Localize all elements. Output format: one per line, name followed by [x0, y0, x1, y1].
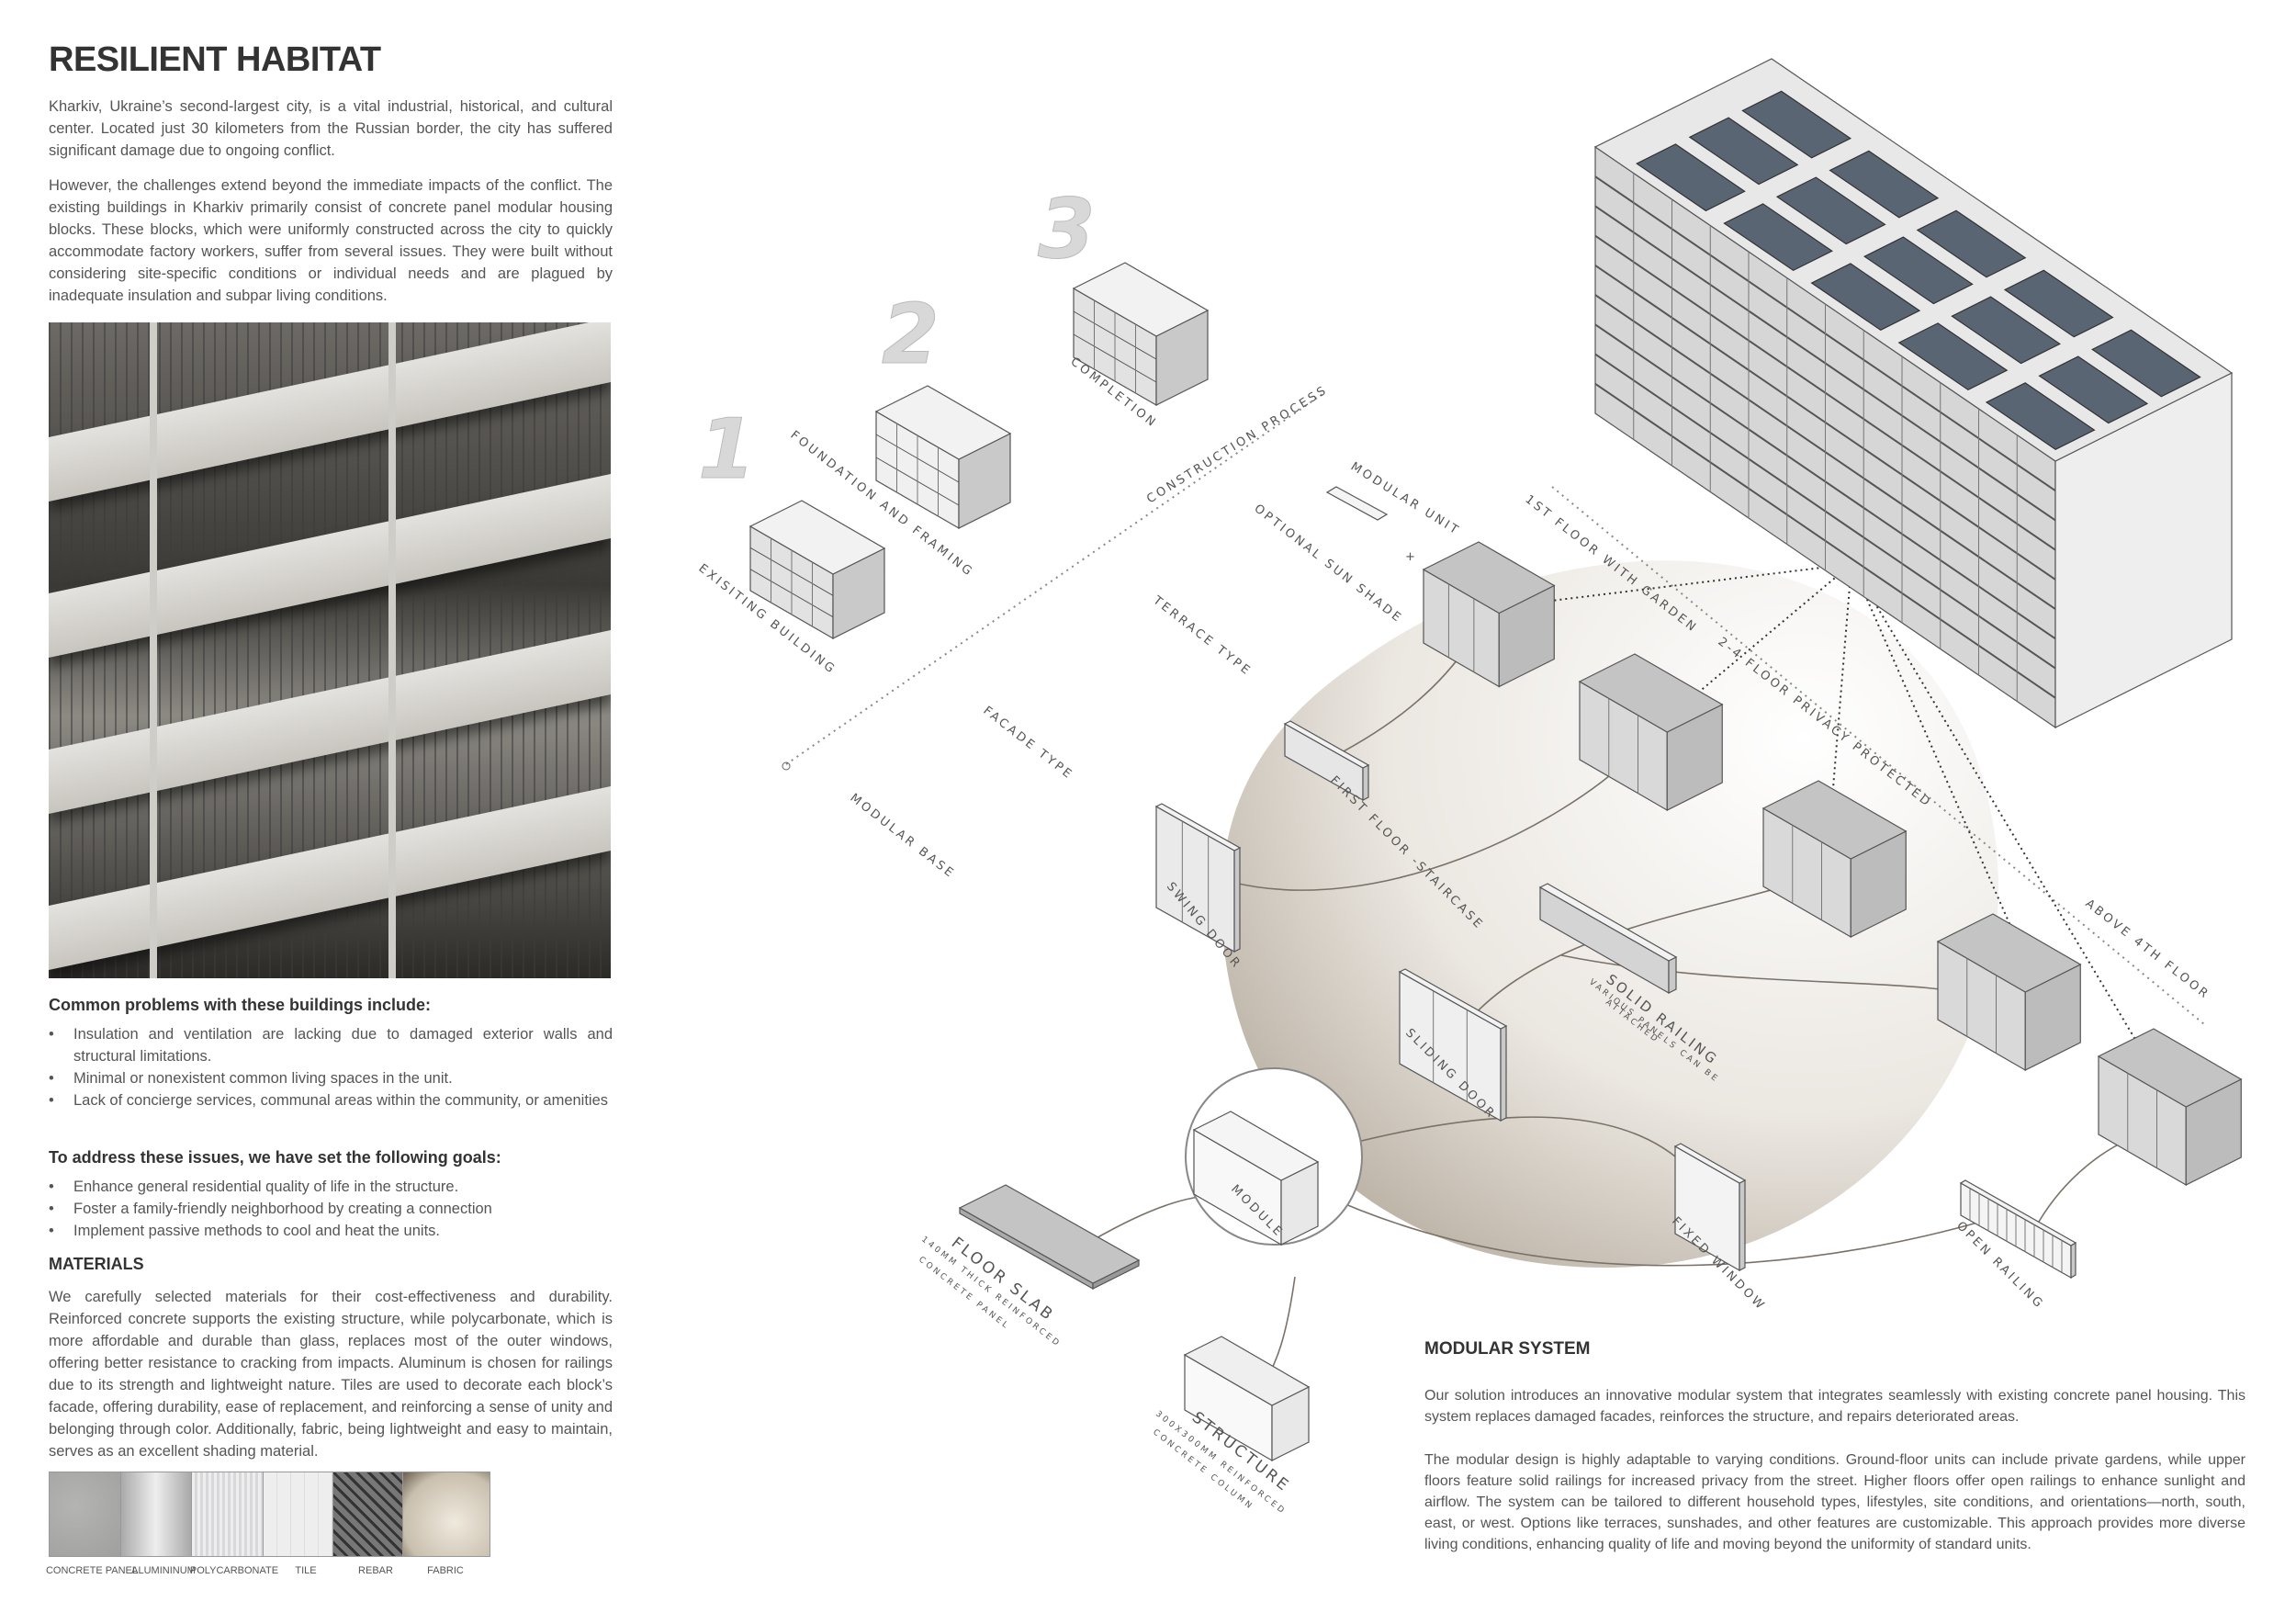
- swatch-label: REBAR: [358, 1565, 393, 1576]
- list-item: Implement passive methods to cool and he…: [49, 1220, 613, 1242]
- building-facade-photo: [49, 322, 611, 978]
- modular-system-paragraph-1: Our solution introduces an innovative mo…: [1424, 1388, 2245, 1425]
- sliding-door-component-side: [1500, 1025, 1507, 1122]
- structure-frame-component-top: [1183, 1336, 1311, 1406]
- step-number-1: 1: [698, 401, 756, 498]
- floor-above-4-label: ABOVE 4TH FLOOR: [2083, 897, 2212, 1002]
- existing-building-model: [748, 500, 886, 640]
- fixed-window-component-side: [1739, 1179, 1746, 1271]
- floor-slab-component: [958, 1184, 1141, 1291]
- construction-process-label: CONSTRUCTION PROCESS: [1144, 383, 1331, 506]
- module-blob-background: [1221, 560, 1999, 1268]
- sliding-door-component: [1398, 968, 1508, 1122]
- list-item: Minimal or nonexistent common living spa…: [49, 1067, 613, 1089]
- intro-paragraph-1: Kharkiv, Ukraine’s second-largest city, …: [49, 98, 613, 159]
- fabric-swatch: [402, 1472, 490, 1557]
- goals-list: Enhance general residential quality of l…: [49, 1176, 613, 1242]
- modular-unit-label: MODULAR UNIT: [1348, 460, 1463, 539]
- solar-panel: [1916, 209, 2027, 278]
- list-item: Lack of concierge services, communal are…: [49, 1089, 613, 1111]
- intro-paragraph-2: However, the challenges extend beyond th…: [49, 177, 613, 304]
- upper-module-2: [2097, 1028, 2243, 1187]
- problems-list: Insulation and ventilation are lacking d…: [49, 1023, 613, 1111]
- staircase-component-top: [1283, 720, 1370, 769]
- floor-slab-component-top: [958, 1184, 1141, 1284]
- solar-panel: [1688, 117, 1799, 186]
- list-item: Enhance general residential quality of l…: [49, 1176, 613, 1198]
- solar-panel: [1723, 203, 1834, 272]
- step-number-3: 3: [1038, 181, 1096, 277]
- step-number-2: 2: [882, 287, 940, 383]
- goals-heading: To address these issues, we have set the…: [49, 1148, 501, 1167]
- solid-railing-component-top: [1538, 883, 1678, 962]
- privacy-module-1: [1578, 653, 1724, 812]
- swatch-label: FABRIC: [427, 1565, 464, 1576]
- module-frame-component: [1192, 1111, 1320, 1246]
- solar-panel: [1863, 236, 1974, 305]
- solar-panel: [1775, 176, 1886, 245]
- modular-system-paragraph-2: The modular design is highly adaptable t…: [1424, 1452, 2245, 1552]
- swatch-label: CONCRETE PANEL: [45, 1565, 139, 1576]
- solar-panel: [1897, 322, 2009, 391]
- swing-door-component-side: [1233, 847, 1241, 953]
- materials-heading: MATERIALS: [49, 1255, 144, 1273]
- swatch-label: POLYCARBONATE: [189, 1565, 279, 1576]
- facade-type-label: FACADE TYPE: [981, 704, 1076, 783]
- materials-text: We carefully selected materials for thei…: [49, 1289, 613, 1460]
- page-title: RESILIENT HABITAT: [49, 40, 381, 79]
- solar-panel: [1985, 382, 2096, 450]
- framing-building-model: [874, 385, 1012, 530]
- fixed-window-component: [1673, 1143, 1747, 1272]
- solar-panel: [2038, 355, 2149, 424]
- optional-sun-shade-label: OPTIONAL SUN SHADE: [1252, 502, 1406, 626]
- modular-system-heading: MODULAR SYSTEM: [1424, 1339, 1591, 1359]
- terrace-type-label: TERRACE TYPE: [1150, 593, 1255, 680]
- swatch-label: TILE: [295, 1565, 317, 1576]
- structure-frame-component: [1183, 1336, 1311, 1462]
- staircase-component-side: [1362, 764, 1369, 801]
- upper-module-1: [1936, 913, 2082, 1072]
- solar-panel: [1636, 143, 1746, 212]
- problems-heading: Common problems with these buildings inc…: [49, 996, 432, 1014]
- plus-sign: +: [1405, 550, 1418, 564]
- solar-panel: [1829, 150, 1940, 219]
- solar-panel: [2003, 269, 2114, 338]
- staircase-component: [1283, 720, 1370, 802]
- fixed-window-component-top: [1673, 1143, 1747, 1184]
- open-railing-component-side: [2070, 1241, 2077, 1280]
- swing-door-component: [1154, 803, 1242, 953]
- list-item: Insulation and ventilation are lacking d…: [49, 1023, 613, 1067]
- modular-unit-icon: [1325, 486, 1389, 521]
- privacy-module-1-top: [1578, 653, 1724, 733]
- solid-railing-component-side: [1668, 956, 1677, 994]
- solid-railing-component: [1538, 883, 1678, 995]
- open-railing-component-top: [1959, 1179, 2077, 1246]
- module-frame-component-top: [1192, 1111, 1320, 1181]
- sliding-door-component-top: [1398, 968, 1508, 1030]
- swatch-label: ALUMININUM: [131, 1565, 196, 1576]
- garden-module: [1422, 541, 1556, 688]
- framing-building-model-top: [874, 385, 1012, 460]
- list-item: Foster a family-friendly neighborhood by…: [49, 1198, 613, 1220]
- modular-base-label: MODULAR BASE: [848, 791, 958, 882]
- privacy-module-2: [1761, 780, 1908, 939]
- garden-module-top: [1422, 541, 1556, 615]
- solar-panel: [1951, 296, 2061, 365]
- open-railing-component: [1959, 1179, 2077, 1280]
- completion-building-model: [1072, 262, 1210, 407]
- floor-dotted-links: [1505, 563, 2141, 1048]
- privacy-module-2-top: [1761, 780, 1908, 860]
- swing-door-component-top: [1154, 803, 1242, 851]
- solar-panel: [2091, 329, 2201, 398]
- axis-origin-dot: [782, 761, 791, 771]
- solar-panel: [1741, 90, 1852, 159]
- upper-module-2-top: [2097, 1028, 2243, 1108]
- upper-module-1-top: [1936, 913, 2082, 993]
- solar-panel: [1810, 263, 1921, 332]
- completion-building-model-top: [1072, 262, 1210, 337]
- existing-building-model-top: [748, 500, 886, 575]
